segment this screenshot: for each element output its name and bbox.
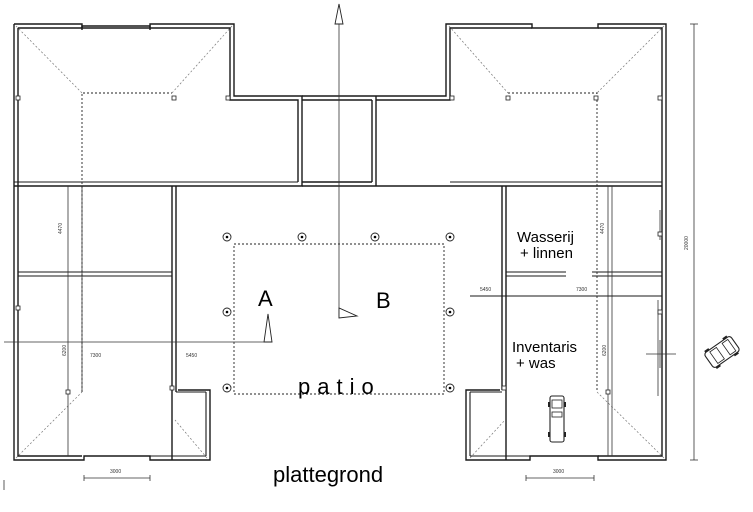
room-laundry-line1: Wasserij [517,229,574,246]
dim-left-span-a: 7300 [90,353,101,359]
dim-left-upper: 4470 [58,223,64,234]
section-label-b: B [376,288,391,313]
room-inventory-line1: Inventaris [512,339,577,356]
patio-label: patio [298,374,381,399]
car-icon [704,335,740,370]
dim-left-span-b: 5450 [186,353,197,359]
section-label-a: A [258,286,273,311]
dim-right-span-a: 5450 [480,287,491,293]
dim-right-upper: 4470 [600,223,606,234]
patio-columns [222,232,455,393]
left-wing-walls [13,23,303,461]
right-wing-walls [376,23,667,461]
dim-scale-right: 3000 [553,469,564,475]
dim-right-wing-depth: 6200 [602,345,608,356]
dim-overall-height: 20000 [684,236,690,250]
central-corridor-walls [302,95,377,187]
dim-right-span-b: 7300 [576,287,587,293]
room-laundry-line2: + linnen [520,245,573,262]
entrance-marker [646,340,676,368]
dim-scale-left: 3000 [110,469,121,475]
room-inventory-line2: + was [516,355,556,372]
overall-dimension-line [690,23,698,461]
north-arrow [334,3,359,319]
dim-left-wing-depth: 6200 [62,345,68,356]
scale-bars [3,475,595,490]
section-line-a [4,313,273,343]
roof-lines [15,25,665,459]
van-icon [548,395,566,443]
drawing-title: plattegrond [273,462,383,487]
wall-posts [15,95,663,395]
